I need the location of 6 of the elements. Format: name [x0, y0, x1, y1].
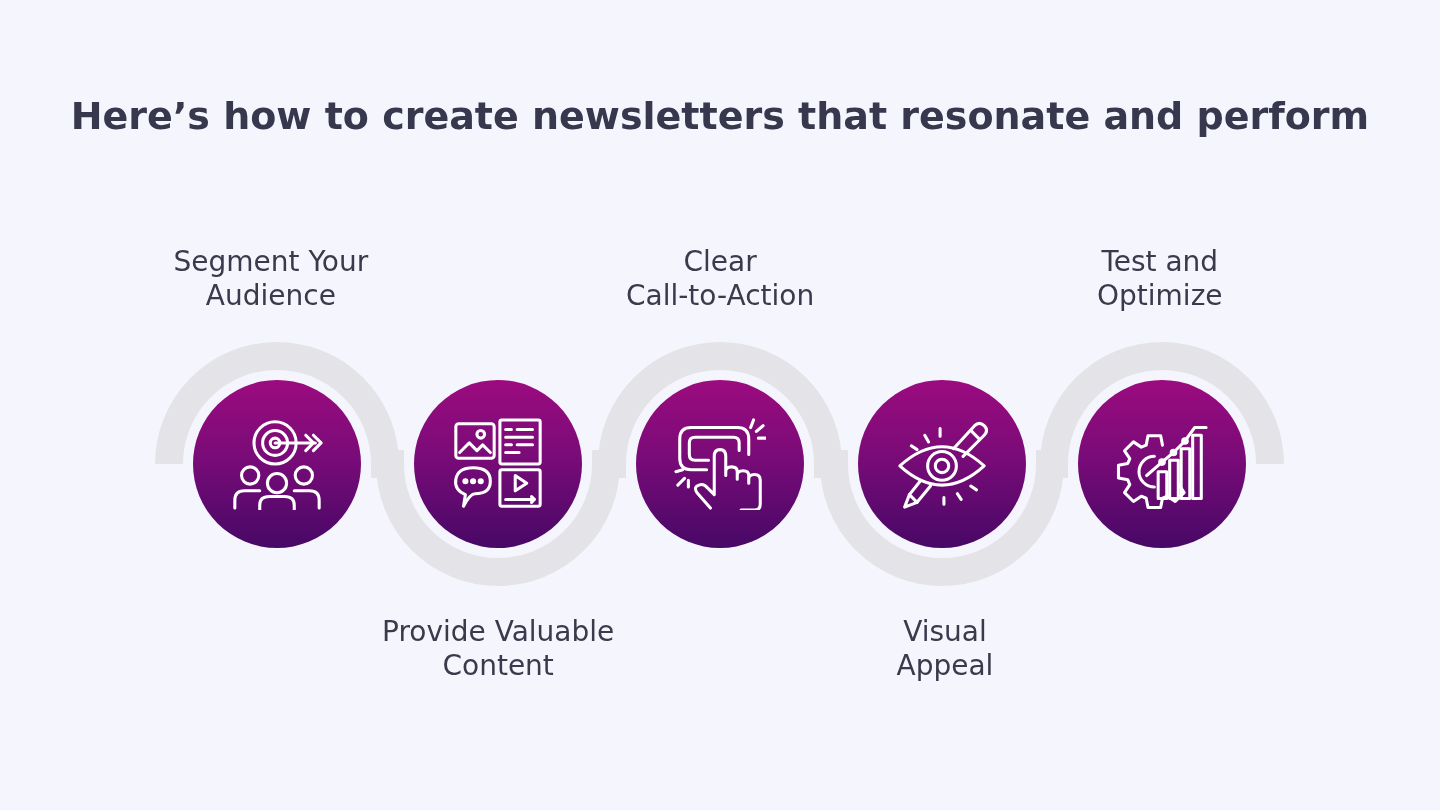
step-label: Test and Optimize — [1097, 245, 1223, 313]
step-label: Segment Your Audience — [173, 245, 369, 313]
title: Here’s how to create newsletters that resonate and perform — [70, 93, 1370, 140]
step-label: Clear Call-to-Action — [626, 245, 815, 313]
step-label: Provide Valuable Content — [382, 615, 615, 683]
step-label: Visual Appeal — [896, 615, 994, 683]
